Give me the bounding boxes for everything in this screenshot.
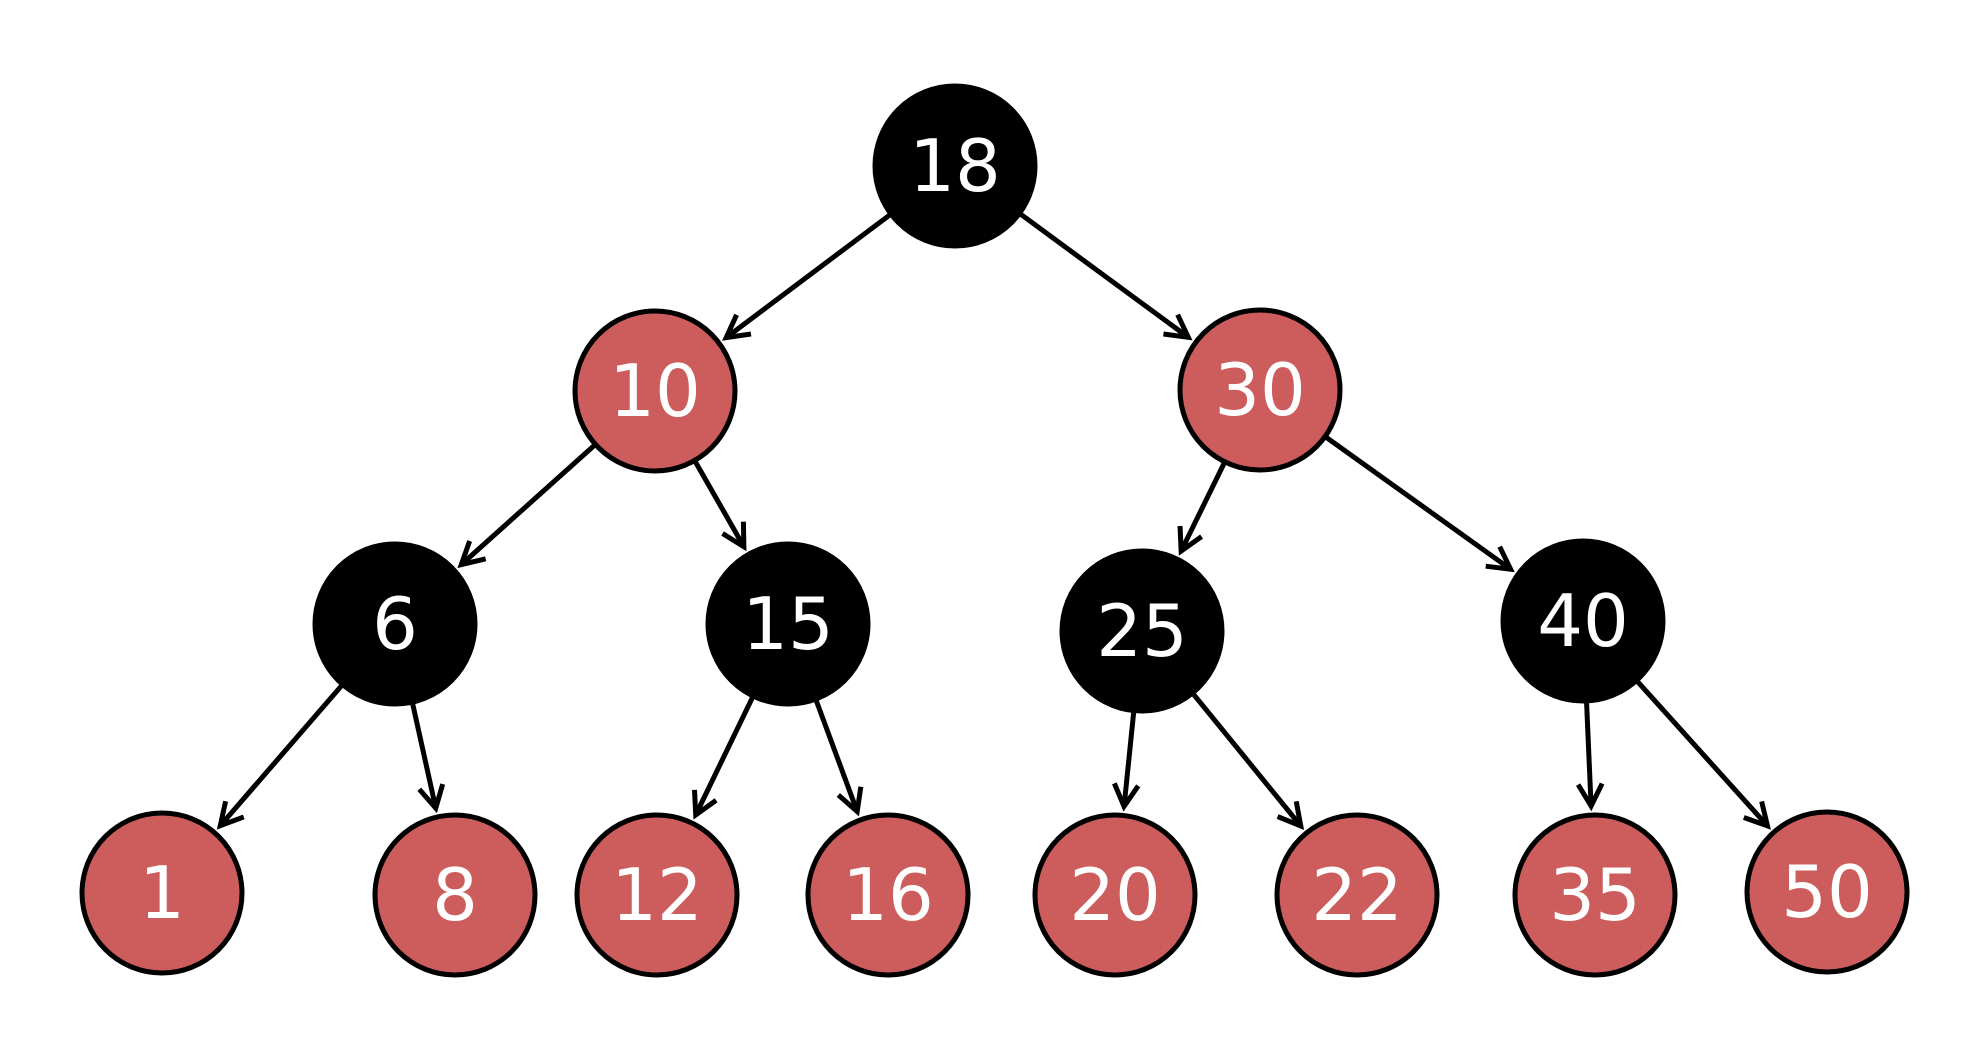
- node-circle-40: [1500, 538, 1666, 704]
- edge-line-15-16: [814, 700, 860, 813]
- tree-node-22: 22: [1274, 812, 1440, 978]
- tree-node-8: 8: [372, 812, 538, 978]
- arrowhead-icon: [722, 313, 752, 341]
- edge-30-25: [1177, 462, 1227, 556]
- tree-node-16: 16: [805, 812, 971, 978]
- edge-6-8: [410, 703, 446, 814]
- arrowhead-icon: [1276, 800, 1305, 831]
- tree-node-12: 12: [574, 812, 740, 978]
- node-circle-10: [572, 308, 738, 474]
- node-circle-18: [872, 83, 1038, 249]
- edge-line-18-10: [724, 213, 891, 340]
- arrowhead-icon: [1576, 782, 1605, 812]
- node-circle-1: [79, 810, 245, 976]
- edge-line-30-40: [1325, 435, 1513, 572]
- edge-15-12: [692, 696, 755, 820]
- node-circle-8: [372, 812, 538, 978]
- node-circle-30: [1177, 307, 1343, 473]
- arrowhead-icon: [836, 786, 864, 817]
- node-circle-6: [312, 541, 478, 707]
- edge-line-40-50: [1636, 680, 1770, 828]
- node-circle-20: [1032, 812, 1198, 978]
- edge-line-10-15: [693, 460, 747, 548]
- edge-line-18-30: [1019, 212, 1190, 340]
- edge-layer: [216, 212, 1771, 831]
- tree-node-10: 10: [572, 308, 738, 474]
- edge-line-6-1: [218, 684, 344, 828]
- tree-node-50: 50: [1744, 809, 1910, 975]
- tree-node-30: 30: [1177, 307, 1343, 473]
- tree-node-18: 18: [872, 83, 1038, 249]
- edge-40-35: [1576, 702, 1605, 812]
- node-circle-25: [1059, 548, 1225, 714]
- edge-40-50: [1636, 680, 1771, 830]
- tree-node-40: 40: [1500, 538, 1666, 704]
- edge-15-16: [814, 700, 864, 817]
- tree-node-1: 1: [79, 810, 245, 976]
- edge-line-25-20: [1121, 712, 1137, 807]
- node-circle-15: [705, 541, 871, 707]
- tree-node-25: 25: [1059, 548, 1225, 714]
- edge-line-40-35: [1584, 702, 1594, 807]
- arrowhead-icon: [457, 540, 487, 569]
- arrowhead-icon: [721, 521, 747, 552]
- arrowhead-icon: [1742, 800, 1771, 830]
- arrowhead-icon: [417, 783, 446, 814]
- arrowhead-icon: [1112, 782, 1141, 812]
- edge-10-15: [693, 460, 747, 552]
- arrowhead-icon: [1163, 313, 1193, 341]
- edge-18-10: [722, 213, 891, 341]
- edge-10-6: [457, 443, 596, 569]
- tree-node-35: 35: [1512, 812, 1678, 978]
- edge-line-30-25: [1178, 462, 1227, 553]
- edge-line-6-8: [410, 703, 439, 809]
- node-circle-12: [574, 812, 740, 978]
- edge-25-22: [1191, 693, 1305, 831]
- edge-25-20: [1112, 712, 1141, 812]
- node-circle-22: [1274, 812, 1440, 978]
- arrowhead-icon: [1177, 525, 1204, 556]
- node-circle-50: [1744, 809, 1910, 975]
- edge-18-30: [1019, 212, 1193, 341]
- edge-line-25-22: [1191, 693, 1303, 828]
- tree-node-6: 6: [312, 541, 478, 707]
- edge-line-15-12: [693, 696, 755, 816]
- tree-node-15: 15: [705, 541, 871, 707]
- node-circle-16: [805, 812, 971, 978]
- node-circle-35: [1512, 812, 1678, 978]
- edge-6-1: [216, 684, 344, 830]
- edge-30-40: [1325, 435, 1515, 573]
- tree-node-20: 20: [1032, 812, 1198, 978]
- arrowhead-icon: [216, 800, 245, 830]
- edge-line-10-6: [459, 443, 596, 567]
- arrowhead-icon: [1485, 545, 1515, 573]
- arrowhead-icon: [692, 789, 718, 820]
